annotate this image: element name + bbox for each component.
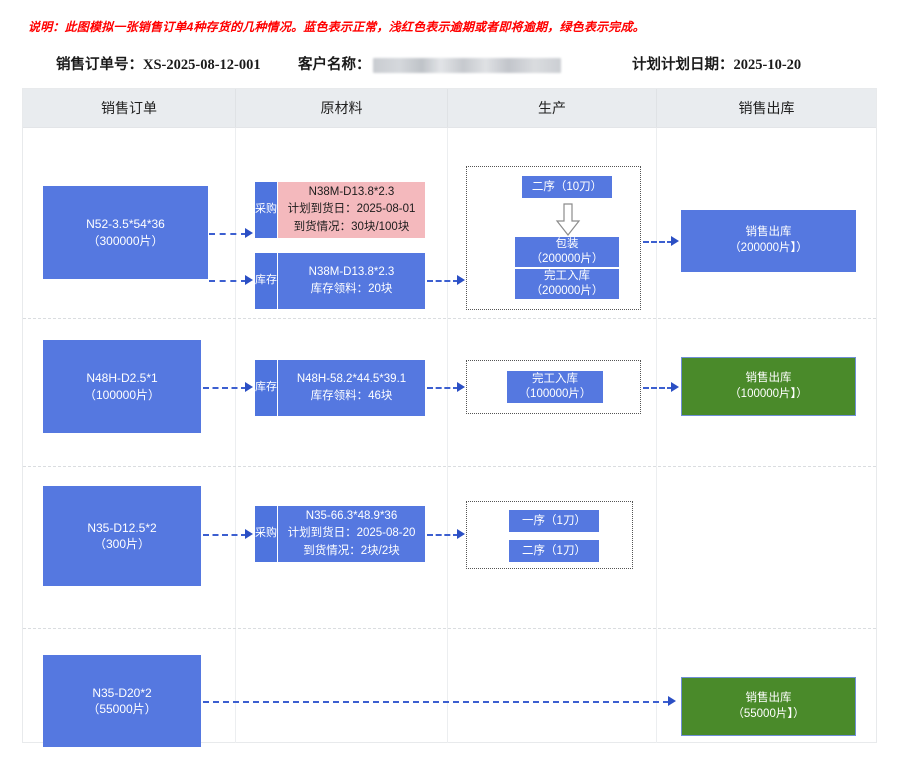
column-divider-3 [656, 128, 657, 743]
arrowhead-icon [671, 236, 679, 246]
order-meta-bar: 销售订单号：XS-2025-08-12-001 客户名称： 计划计划日期：202… [0, 50, 899, 78]
material-tab-purchase: 采购 [255, 506, 278, 562]
production-step-box[interactable]: 二序（1刀） [509, 540, 599, 562]
column-header-order: 销售订单 [101, 100, 157, 116]
legend-note: 说明：此图模拟一张销售订单4种存货的几种情况。蓝色表示正常，浅红色表示逾期或者即… [28, 20, 645, 34]
material-stock-box-1[interactable]: 库存 N38M-D13.8*2.3 库存领料：20块 [255, 253, 425, 309]
row-divider-2 [23, 466, 876, 467]
connector-material-to-production-2 [427, 387, 459, 389]
connector-production-to-outbound-2 [643, 387, 673, 389]
order-item-box-3[interactable]: N35-D12.5*2 （300片） [43, 486, 201, 586]
row-divider-3 [23, 628, 876, 629]
connector-order-to-material-2 [203, 387, 247, 389]
production-step-box[interactable]: 一序（1刀） [509, 510, 599, 532]
column-header-material: 原材料 [235, 89, 447, 127]
production-group-2: 完工入库 （100000片） [466, 360, 641, 414]
material-tab-purchase: 采购 [255, 182, 278, 238]
material-purchase-detail-3: N35-66.3*48.9*36 计划到货日：2025-08-20 到货情况：2… [278, 506, 425, 562]
arrowhead-icon [457, 529, 465, 539]
order-item-box-4[interactable]: N35-D20*2 （55000片） [43, 655, 201, 747]
arrowhead-icon [245, 529, 253, 539]
arrowhead-icon [671, 382, 679, 392]
column-header-outbound: 销售出库 [656, 89, 876, 127]
customer-name-redacted [372, 58, 561, 74]
sales-order-number: 销售订单号：XS-2025-08-12-001 [56, 57, 261, 73]
column-header-production: 生产 [447, 89, 656, 127]
material-purchase-box-3[interactable]: 采购 N35-66.3*48.9*36 计划到货日：2025-08-20 到货情… [255, 506, 425, 562]
customer-name-group: 客户名称： [298, 53, 561, 74]
arrowhead-icon [245, 275, 253, 285]
material-tab-stock: 库存 [255, 360, 278, 416]
column-divider-1 [235, 128, 236, 743]
production-step-box[interactable]: 二序（10刀） [522, 176, 612, 198]
connector-order-to-material-3 [203, 534, 247, 536]
material-purchase-detail-1: N38M-D13.8*2.3 计划到货日：2025-08-01 到货情况：30块… [278, 182, 425, 238]
arrowhead-icon [457, 275, 465, 285]
connector-order-to-material-1 [209, 233, 247, 235]
connector-order-to-stock-1 [209, 280, 247, 282]
flow-body: N52-3.5*54*36 （300000片） 采购 N38M-D13.8*2.… [23, 128, 876, 747]
column-header-row: 销售订单 原材料 生产 销售出库 [23, 89, 876, 128]
material-tab-stock: 库存 [255, 253, 278, 309]
material-stock-detail-2: N48H-58.2*44.5*39.1 库存领料：46块 [278, 360, 425, 416]
production-group-3: 一序（1刀） 二序（1刀） [466, 501, 633, 569]
connector-order-to-outbound-4 [203, 701, 669, 703]
outbound-box-2[interactable]: 销售出库 （100000片】） [681, 357, 856, 416]
flow-board: 销售订单 原材料 生产 销售出库 N52-3.5*54*36 （300000片） [22, 88, 877, 747]
order-item-box-2[interactable]: N48H-D2.5*1 （100000片） [43, 340, 201, 433]
production-step-box[interactable]: 包装 （200000片） [515, 237, 619, 267]
production-step-box[interactable]: 完工入库 （200000片） [515, 269, 619, 299]
column-divider-2 [447, 128, 448, 743]
row-divider-1 [23, 318, 876, 319]
customer-name-label: 客户名称： [298, 57, 371, 73]
connector-material-to-production-1 [427, 280, 459, 282]
arrowhead-icon [457, 382, 465, 392]
arrowhead-icon [245, 382, 253, 392]
material-stock-detail-1: N38M-D13.8*2.3 库存领料：20块 [278, 253, 425, 309]
connector-material-to-production-3 [427, 534, 459, 536]
outbound-box-4[interactable]: 销售出库 （55000片】） [681, 677, 856, 736]
outbound-box-1[interactable]: 销售出库 （200000片】） [681, 210, 856, 272]
production-group-1: 二序（10刀） 包装 （200000片） 完工入库 （200000片） [466, 166, 641, 310]
arrowhead-icon [668, 696, 676, 706]
material-purchase-box-1[interactable]: 采购 N38M-D13.8*2.3 计划到货日：2025-08-01 到货情况：… [255, 182, 425, 238]
arrowhead-icon [245, 228, 253, 238]
material-stock-box-2[interactable]: 库存 N48H-58.2*44.5*39.1 库存领料：46块 [255, 360, 425, 416]
down-arrow-icon [555, 203, 581, 236]
connector-production-to-outbound-1 [643, 241, 673, 243]
order-item-box-1[interactable]: N52-3.5*54*36 （300000片） [43, 186, 208, 279]
plan-date: 计划计划日期：2025-10-20 [632, 57, 802, 73]
production-step-box[interactable]: 完工入库 （100000片） [507, 371, 603, 403]
